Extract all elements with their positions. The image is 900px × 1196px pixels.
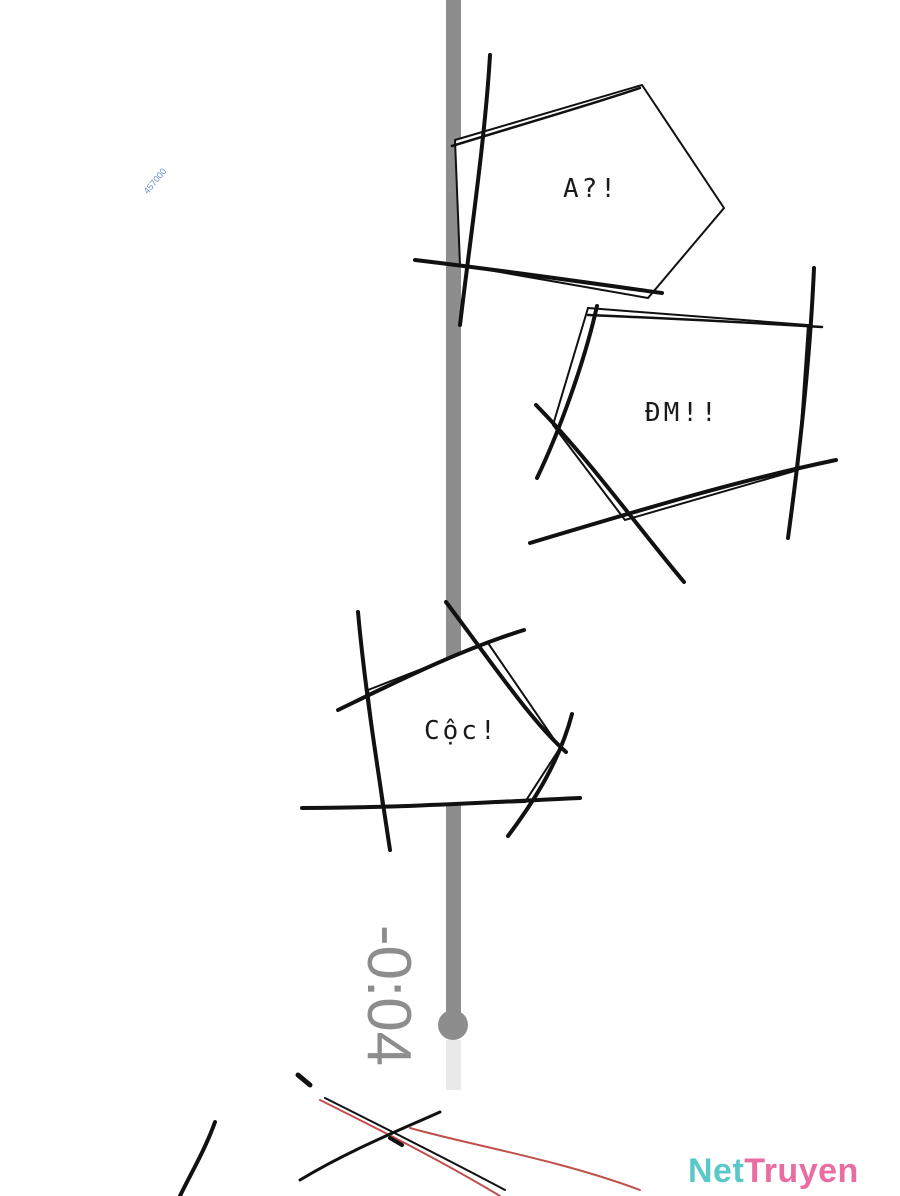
progress-track-remaining	[446, 1040, 461, 1090]
bubble-2-text: ĐM!!	[645, 398, 720, 428]
brand-logo-part1: Net	[688, 1152, 745, 1190]
brand-logo-part2: Truyen	[744, 1152, 859, 1190]
bubble-1-frame	[413, 53, 726, 327]
bubble-1-text: A?!	[563, 174, 619, 204]
video-timer: -0:04	[354, 924, 424, 1067]
bubble-3-text: Cộc!	[424, 716, 499, 746]
lower-strokes	[178, 1072, 641, 1196]
bubble-2-frame	[528, 266, 838, 584]
brand-logo: NetTruyen	[688, 1152, 859, 1191]
bubble-3-frame	[300, 600, 582, 852]
progress-handle[interactable]	[438, 1010, 468, 1040]
